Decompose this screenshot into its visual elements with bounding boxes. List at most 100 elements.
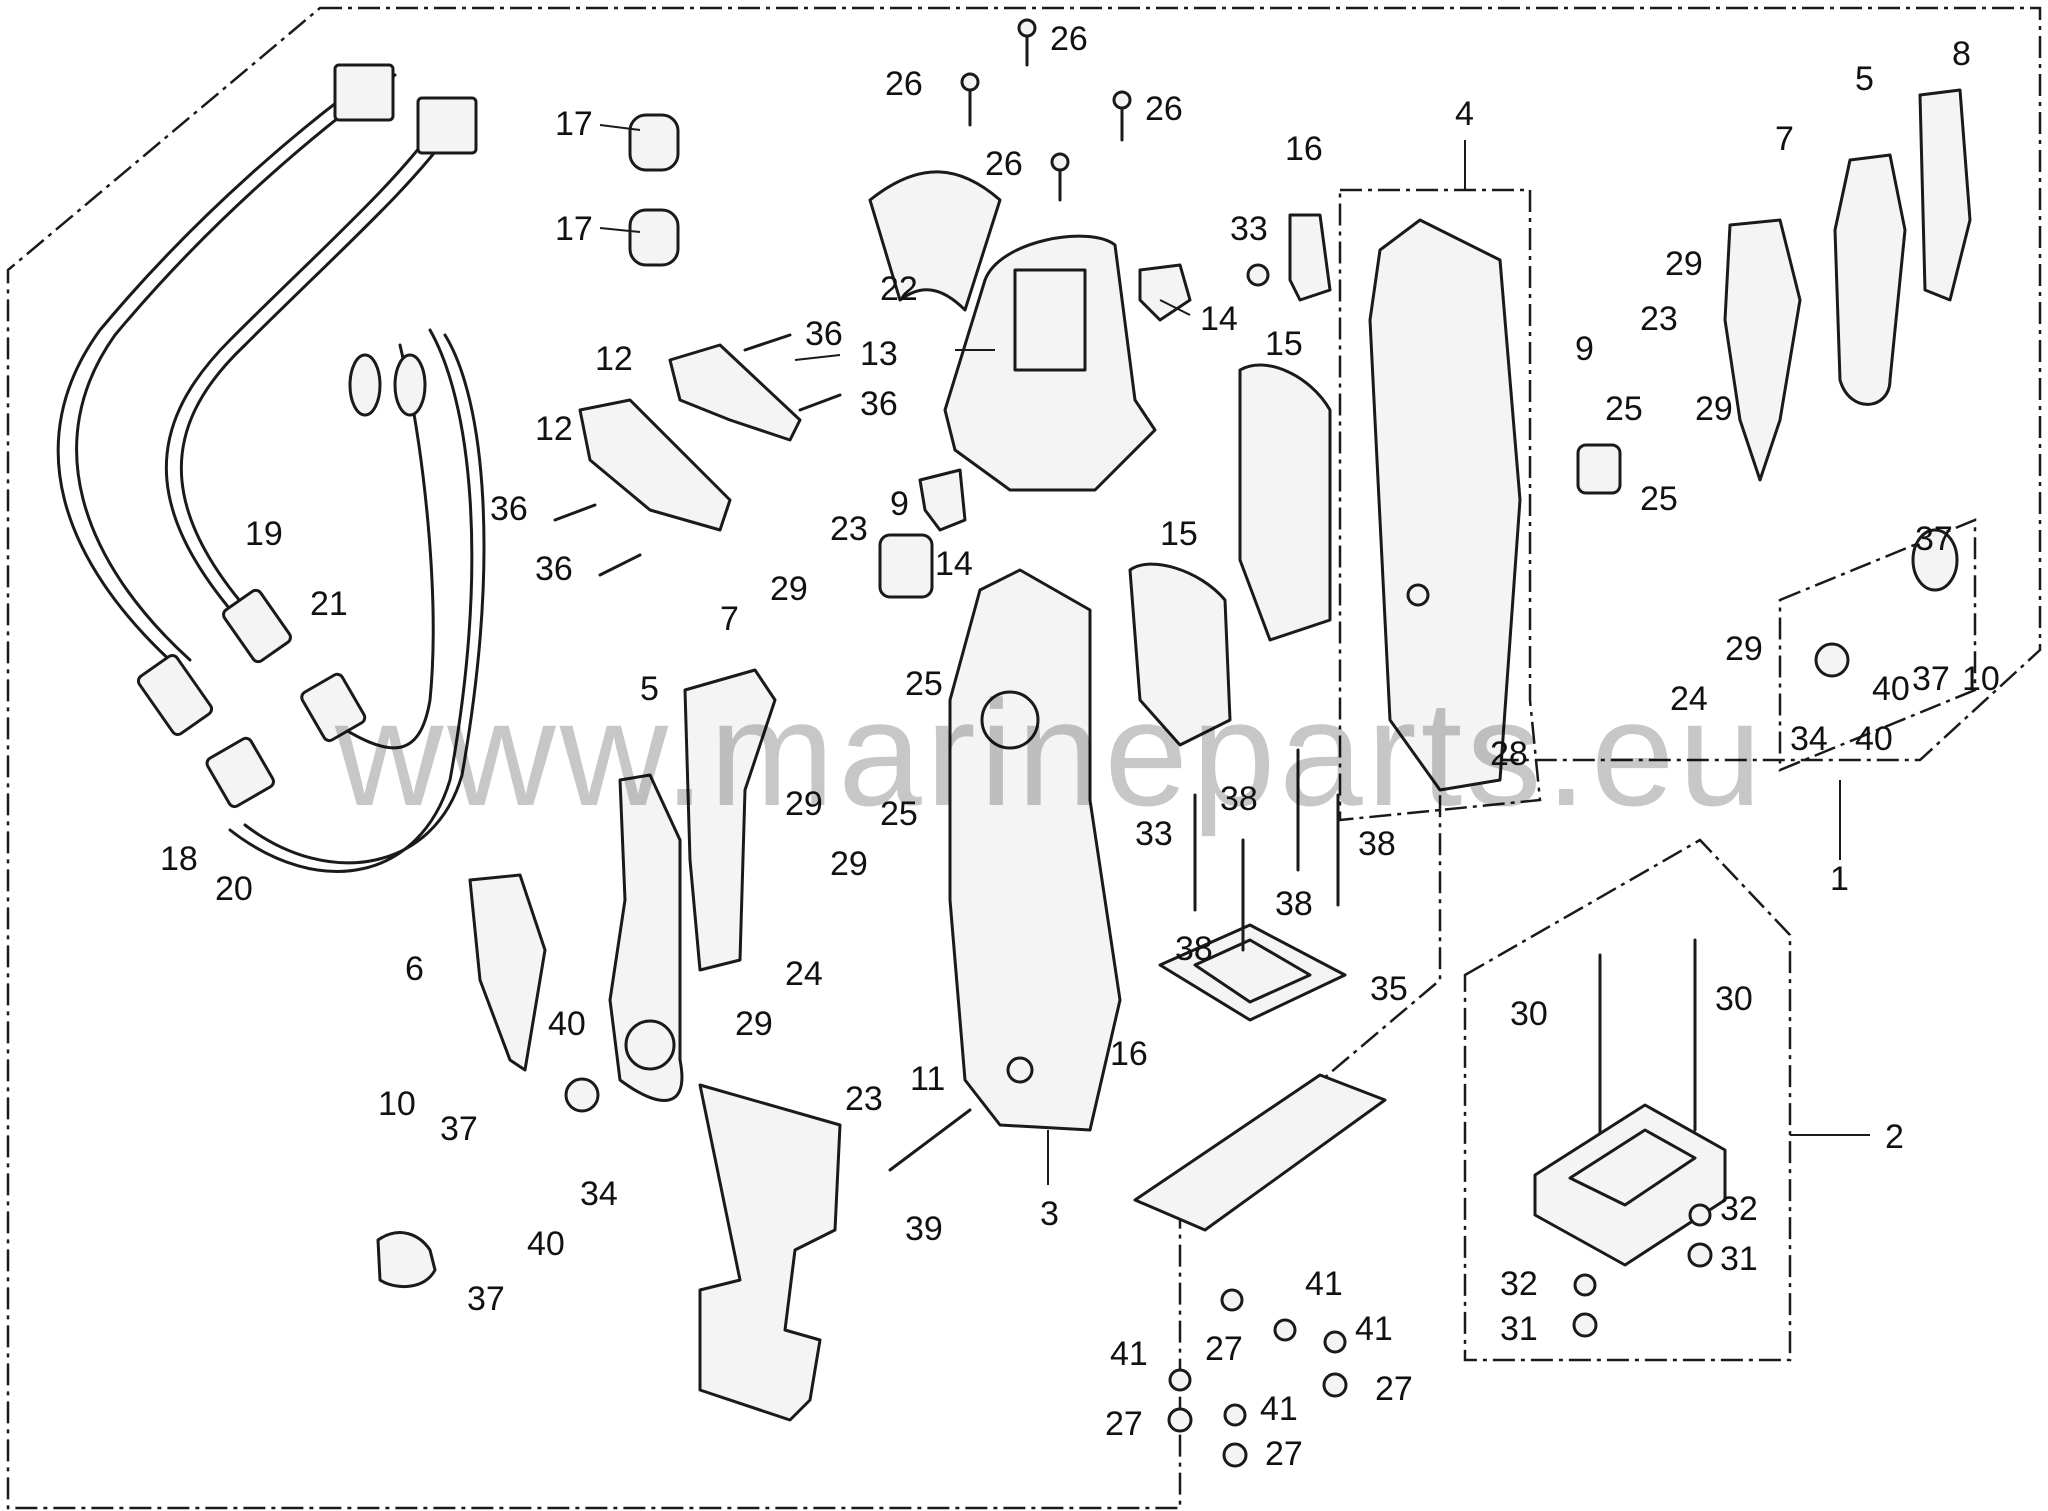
connector-21 (300, 672, 367, 743)
wiring-harness (56, 63, 486, 873)
subassembly-2 (1533, 938, 1727, 1338)
callout-34-left: 34 (580, 1175, 618, 1213)
shim-plate (698, 1083, 842, 1422)
bracket-7-right (1723, 218, 1802, 482)
callout-38-b: 38 (1358, 825, 1396, 863)
subassembly-frame-2-outline (1463, 838, 1792, 1362)
callout-31-right: 31 (1720, 1240, 1758, 1278)
callout-9-right: 9 (1575, 330, 1594, 368)
callout-26-d: 26 (985, 145, 1023, 183)
callout-40-c: 40 (1872, 670, 1910, 708)
clip-14 (918, 468, 967, 532)
bolts-38 (1193, 748, 1340, 952)
callout-16-top: 16 (1285, 130, 1323, 168)
callout-6: 6 (405, 950, 424, 988)
callout-21: 21 (310, 585, 348, 623)
callout-12-top: 12 (595, 340, 633, 378)
cap-10-left (376, 1231, 437, 1289)
callout-35: 35 (1370, 970, 1408, 1008)
connector-19 (222, 588, 292, 664)
callout-10-right: 10 (1962, 660, 2000, 698)
bolt-39 (888, 1108, 972, 1172)
connector-20 (205, 736, 275, 809)
screws-36 (553, 333, 842, 577)
cover-plate-22 (868, 170, 1002, 312)
callout-25-d: 25 (1640, 480, 1678, 518)
callout-29-c: 29 (830, 845, 868, 883)
callout-29-e: 29 (1665, 245, 1703, 283)
callout-37-a: 37 (440, 1110, 478, 1148)
callout-25-b: 25 (880, 795, 918, 833)
connector-18 (136, 653, 214, 737)
screws-26 (960, 18, 1132, 202)
callout-27-c: 27 (1105, 1405, 1143, 1443)
callout-23-right: 23 (1640, 300, 1678, 338)
callout-4: 4 (1455, 95, 1474, 133)
callout-29-g: 29 (1725, 630, 1763, 668)
callout-27-b: 27 (1375, 1370, 1413, 1408)
callout-32-left: 32 (1500, 1265, 1538, 1303)
callout-40-a: 40 (548, 1005, 586, 1043)
assembly-frame-outline (6, 6, 2042, 1510)
callout-30-right: 30 (1715, 980, 1753, 1018)
main-housing-3 (948, 568, 1122, 1132)
bushing-9-right (1576, 443, 1622, 495)
washer-33-top (1246, 263, 1270, 287)
inner-frame-4-outline (1338, 188, 1542, 822)
callout-20: 20 (215, 870, 253, 908)
callout-36-b: 36 (860, 385, 898, 423)
callout-9-left: 9 (890, 485, 909, 523)
callout-27-a: 27 (1205, 1330, 1243, 1368)
callout-5-left: 5 (640, 670, 659, 708)
callout-1: 1 (1830, 860, 1849, 898)
brackets-12 (578, 343, 802, 532)
callout-18: 18 (160, 840, 198, 878)
callout-37-d: 37 (1912, 660, 1950, 698)
callout-17-top: 17 (555, 105, 593, 143)
callout-39: 39 (905, 1210, 943, 1248)
cap-10-right (1911, 528, 1959, 592)
callout-13: 13 (860, 335, 898, 373)
callout-25-c: 25 (1605, 390, 1643, 428)
callout-14-top: 14 (1200, 300, 1238, 338)
washer-34-right (1814, 642, 1850, 678)
housing-4 (1368, 218, 1522, 792)
callout-8: 8 (1952, 35, 1971, 73)
callout-38-a: 38 (1220, 780, 1258, 818)
leader-lines (599, 124, 1870, 1185)
callout-41-b: 41 (1355, 1310, 1393, 1348)
bushing-9 (878, 533, 934, 599)
callout-29-a: 29 (770, 570, 808, 608)
callout-29-b: 29 (785, 785, 823, 823)
callout-7-right: 7 (1775, 120, 1794, 158)
watermark-text: www.marineparts.eu (334, 669, 1766, 837)
lever-5-right (1833, 153, 1907, 406)
callout-16: 16 (1110, 1035, 1148, 1073)
callout-3: 3 (1040, 1195, 1059, 1233)
callout-29-d: 29 (735, 1005, 773, 1043)
callout-29-f: 29 (1695, 390, 1733, 428)
connector-top-right (416, 96, 478, 155)
callout-36-d: 36 (535, 550, 573, 588)
callout-24-right: 24 (1670, 680, 1708, 718)
callout-41-c: 41 (1110, 1335, 1148, 1373)
callout-36-a: 36 (805, 315, 843, 353)
callout-38-c: 38 (1275, 885, 1313, 923)
callout-15: 15 (1160, 515, 1198, 553)
callout-38-d: 38 (1175, 930, 1213, 968)
callout-40-d: 40 (1855, 720, 1893, 758)
subassembly-frame-1b-outline (1778, 518, 1977, 772)
gasket-35 (1158, 923, 1347, 1022)
callout-25-a: 25 (905, 665, 943, 703)
callout-labels: 1 2 3 4 5 5 6 7 7 8 9 9 10 10 11 12 12 1… (160, 20, 2000, 1473)
callout-7-left: 7 (720, 600, 739, 638)
callout-22: 22 (880, 270, 918, 308)
callout-27-d: 27 (1265, 1435, 1303, 1473)
callout-32-right: 32 (1720, 1190, 1758, 1228)
callout-40-b: 40 (527, 1225, 565, 1263)
callout-14: 14 (935, 545, 973, 583)
callout-12-bottom: 12 (535, 410, 573, 448)
washer-34-left (564, 1077, 600, 1113)
callout-31-left: 31 (1500, 1310, 1538, 1348)
